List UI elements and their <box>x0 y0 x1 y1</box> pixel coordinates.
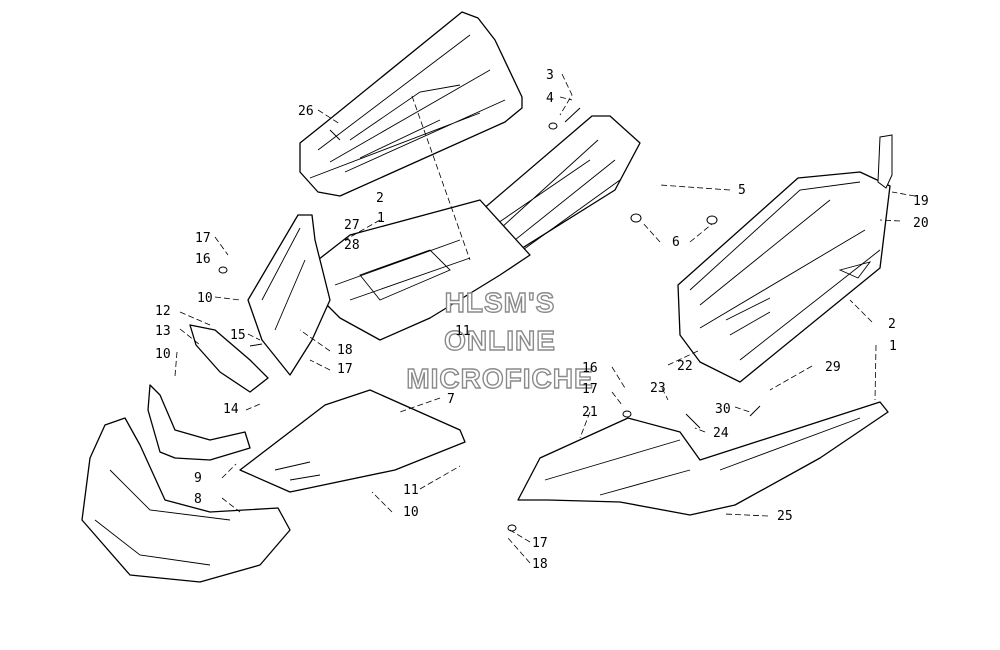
clip-30 <box>749 405 761 417</box>
callout-10: 10 <box>197 291 213 306</box>
bracket-12-13 <box>189 324 269 393</box>
callout-2-right: 2 <box>888 317 896 332</box>
watermark: HLSM'S ONLINE MICROFICHE <box>406 286 594 394</box>
callout-25: 25 <box>777 509 793 524</box>
upper-cowl-left <box>299 11 523 197</box>
callout-17-bottom: 17 <box>532 536 548 551</box>
callout-20: 20 <box>913 216 929 231</box>
callout-16: 16 <box>195 252 211 267</box>
watermark-line1: HLSM'S <box>445 287 556 318</box>
callout-27: 27 <box>344 218 360 233</box>
callout-10-lower: 10 <box>403 505 419 520</box>
callout-labels: 26 3 4 2 5 19 20 27 1 28 6 17 16 10 12 1… <box>155 68 929 572</box>
side-panel-left <box>247 214 331 376</box>
bolt-15 <box>249 343 263 347</box>
callout-5: 5 <box>738 183 746 198</box>
callout-30: 30 <box>715 402 731 417</box>
callout-26: 26 <box>298 104 314 119</box>
pin-4 <box>564 107 581 123</box>
front-bumper <box>81 417 291 583</box>
hardware-group <box>218 107 893 532</box>
watermark-line3: MICROFICHE <box>406 363 593 394</box>
callout-18-bottom: 18 <box>532 557 548 572</box>
callout-12: 12 <box>155 304 171 319</box>
callout-17-mid: 17 <box>337 362 353 377</box>
nut-6a <box>630 213 642 223</box>
callout-19: 19 <box>913 194 929 209</box>
callout-24: 24 <box>713 426 729 441</box>
nut-6b <box>706 215 718 225</box>
callout-1-right: 1 <box>889 339 897 354</box>
callout-10-left: 10 <box>155 347 171 362</box>
latch-19 <box>877 134 893 189</box>
rear-skid-right <box>517 401 889 516</box>
callout-2: 2 <box>376 191 384 206</box>
belly-pan-plate <box>239 389 466 493</box>
callout-9: 9 <box>194 471 202 486</box>
callout-28: 28 <box>344 238 360 253</box>
washer-17 <box>507 524 517 532</box>
callout-17-right: 17 <box>582 382 598 397</box>
callout-16-right: 16 <box>582 361 598 376</box>
callout-21: 21 <box>582 405 598 420</box>
nut-3 <box>548 122 558 130</box>
callout-13: 13 <box>155 324 171 339</box>
callout-14: 14 <box>223 402 239 417</box>
callout-7: 7 <box>447 392 455 407</box>
callout-29: 29 <box>825 360 841 375</box>
callout-23: 23 <box>650 381 666 396</box>
callout-11-lower: 11 <box>403 483 419 498</box>
callout-6: 6 <box>672 235 680 250</box>
callout-22: 22 <box>677 359 693 374</box>
side-panel-right <box>677 171 891 383</box>
leader-lines <box>174 73 916 564</box>
callout-18: 18 <box>337 343 353 358</box>
callout-4: 4 <box>546 91 554 106</box>
callout-8: 8 <box>194 492 202 507</box>
washer-16b <box>622 410 632 418</box>
callout-3: 3 <box>546 68 554 83</box>
callout-1: 1 <box>377 211 385 226</box>
bumper-brace <box>147 384 251 461</box>
callout-17: 17 <box>195 231 211 246</box>
watermark-line2: ONLINE <box>444 325 556 356</box>
bolt-24 <box>685 413 701 429</box>
washer-16a <box>218 266 228 274</box>
callout-11: 11 <box>455 324 471 339</box>
callout-15: 15 <box>230 328 246 343</box>
center-chassis <box>304 199 531 341</box>
